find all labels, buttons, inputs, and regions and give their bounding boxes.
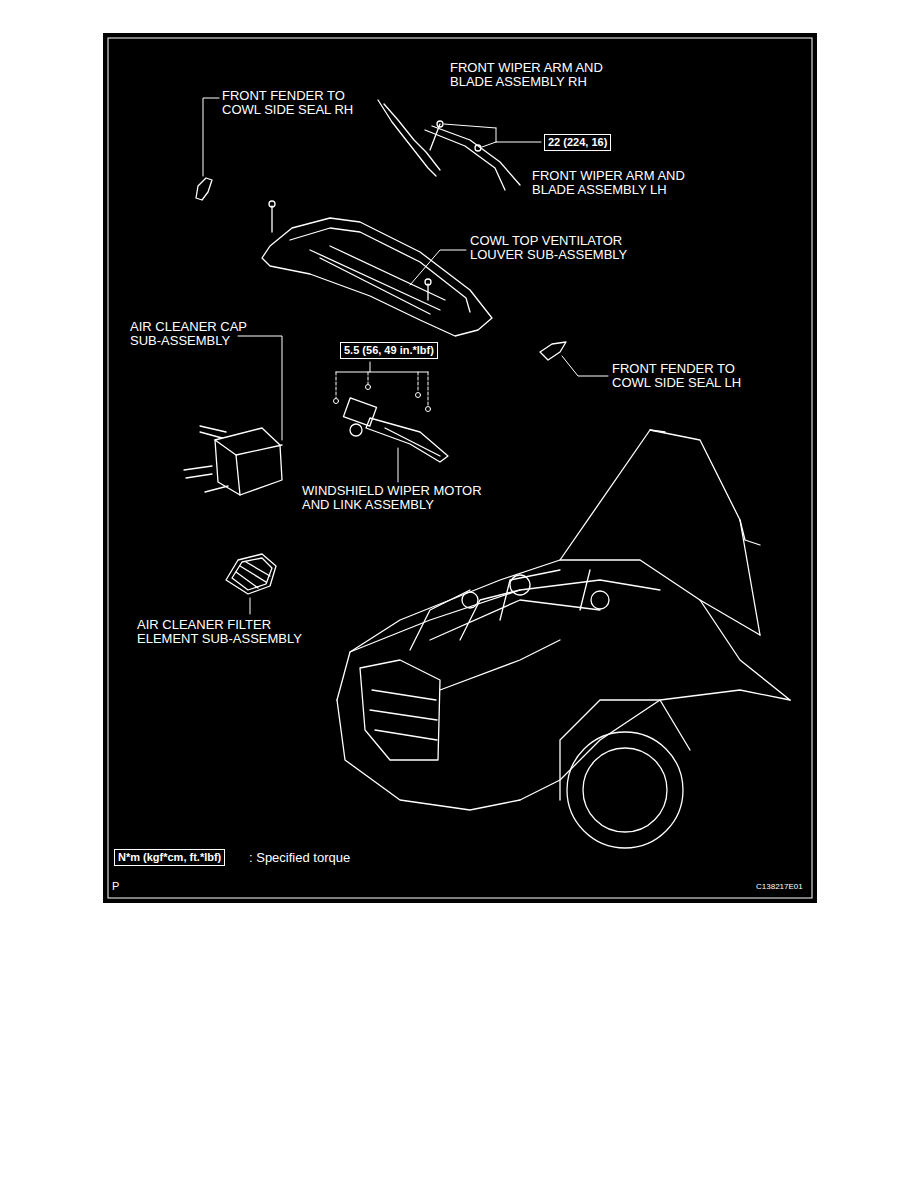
part-label: WINDSHIELD WIPER MOTOR AND LINK ASSEMBLY — [302, 484, 502, 512]
torque-leader — [444, 124, 541, 147]
wiper-arm-lh — [425, 126, 520, 190]
panel-frame — [108, 38, 812, 898]
air-filter-element — [226, 554, 276, 614]
wiper-motor-link — [343, 398, 448, 482]
cowl-side-seal-lh — [540, 342, 608, 376]
cowl-side-seal-rh — [196, 98, 219, 200]
part-label: FRONT WIPER ARM AND BLADE ASSEMBLY RH — [450, 61, 625, 89]
part-label: COWL TOP VENTILATOR LOUVER SUB-ASSEMBLY — [470, 234, 645, 262]
torque-value: N*m (kgf*cm, ft.*lbf) — [118, 851, 221, 863]
part-label: FRONT WIPER ARM AND BLADE ASSEMBLY LH — [532, 169, 707, 197]
air-cleaner-cap — [184, 336, 282, 495]
torque-spec-box: 22 (224, 16) — [544, 134, 611, 151]
torque-value: 22 (224, 16) — [548, 136, 607, 148]
part-label: FRONT FENDER TO COWL SIDE SEAL LH — [612, 362, 762, 390]
note-text: C138217E01 — [756, 882, 816, 892]
part-label: AIR CLEANER FILTER ELEMENT SUB-ASSEMBLY — [137, 618, 322, 646]
part-label: FRONT FENDER TO COWL SIDE SEAL RH — [222, 89, 372, 117]
part-label: AIR CLEANER CAP SUB-ASSEMBLY — [130, 320, 270, 348]
cowl-louver — [262, 201, 492, 336]
wiper-arm-rh — [378, 100, 443, 176]
torque-spec-box: N*m (kgf*cm, ft.*lbf) — [114, 849, 225, 866]
note-text: P — [112, 880, 132, 893]
torque-spec-box: 5.5 (56, 49 in.*lbf) — [340, 342, 438, 359]
torque-value: 5.5 (56, 49 in.*lbf) — [344, 344, 434, 356]
panel-ground — [103, 33, 817, 903]
note-text: : Specified torque — [249, 851, 389, 865]
